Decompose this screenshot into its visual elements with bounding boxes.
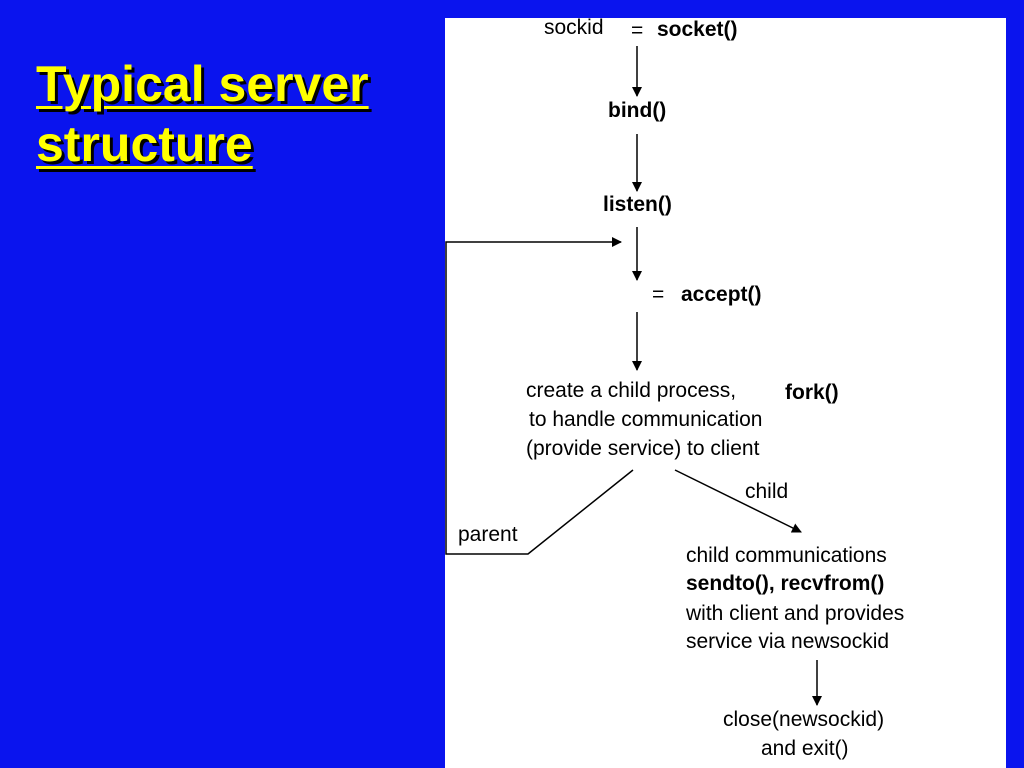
close-line-1: close(newsockid)	[723, 708, 885, 731]
child-comm-calls: sendto(), recvfrom()	[686, 572, 885, 595]
arrow-parent-loop	[445, 237, 634, 555]
close-line-2: and exit()	[761, 737, 849, 760]
sockid-label: sockid	[544, 18, 604, 39]
child-comm-line-4: service via newsockid	[686, 630, 890, 653]
arrow-fork-to-child	[674, 469, 802, 533]
child-branch-label: child	[745, 480, 789, 503]
diagram-panel: sockid = socket() bind() listen() = acce…	[445, 18, 1006, 768]
fork-call: fork()	[785, 381, 839, 404]
socket-call: socket()	[657, 18, 738, 41]
parent-branch-label: parent	[458, 523, 518, 546]
bind-call: bind()	[608, 99, 667, 122]
accept-call: accept()	[681, 283, 762, 306]
fork-text: create a child process,	[526, 379, 737, 402]
child-comm-line-1: child communications	[686, 544, 887, 567]
accept-equals: =	[652, 283, 665, 306]
fork-line-2: to handle communication	[529, 408, 763, 431]
title-line-1: Typical server	[36, 56, 369, 112]
slide-title: Typical server structure	[36, 54, 369, 174]
flow-arrows	[445, 46, 822, 706]
fork-line-3: (provide service) to client	[526, 437, 760, 460]
child-comm-line-3: with client and provides	[686, 602, 905, 625]
listen-call: listen()	[603, 193, 672, 216]
title-line-2: structure	[36, 116, 253, 172]
socket-equals: =	[631, 19, 644, 42]
